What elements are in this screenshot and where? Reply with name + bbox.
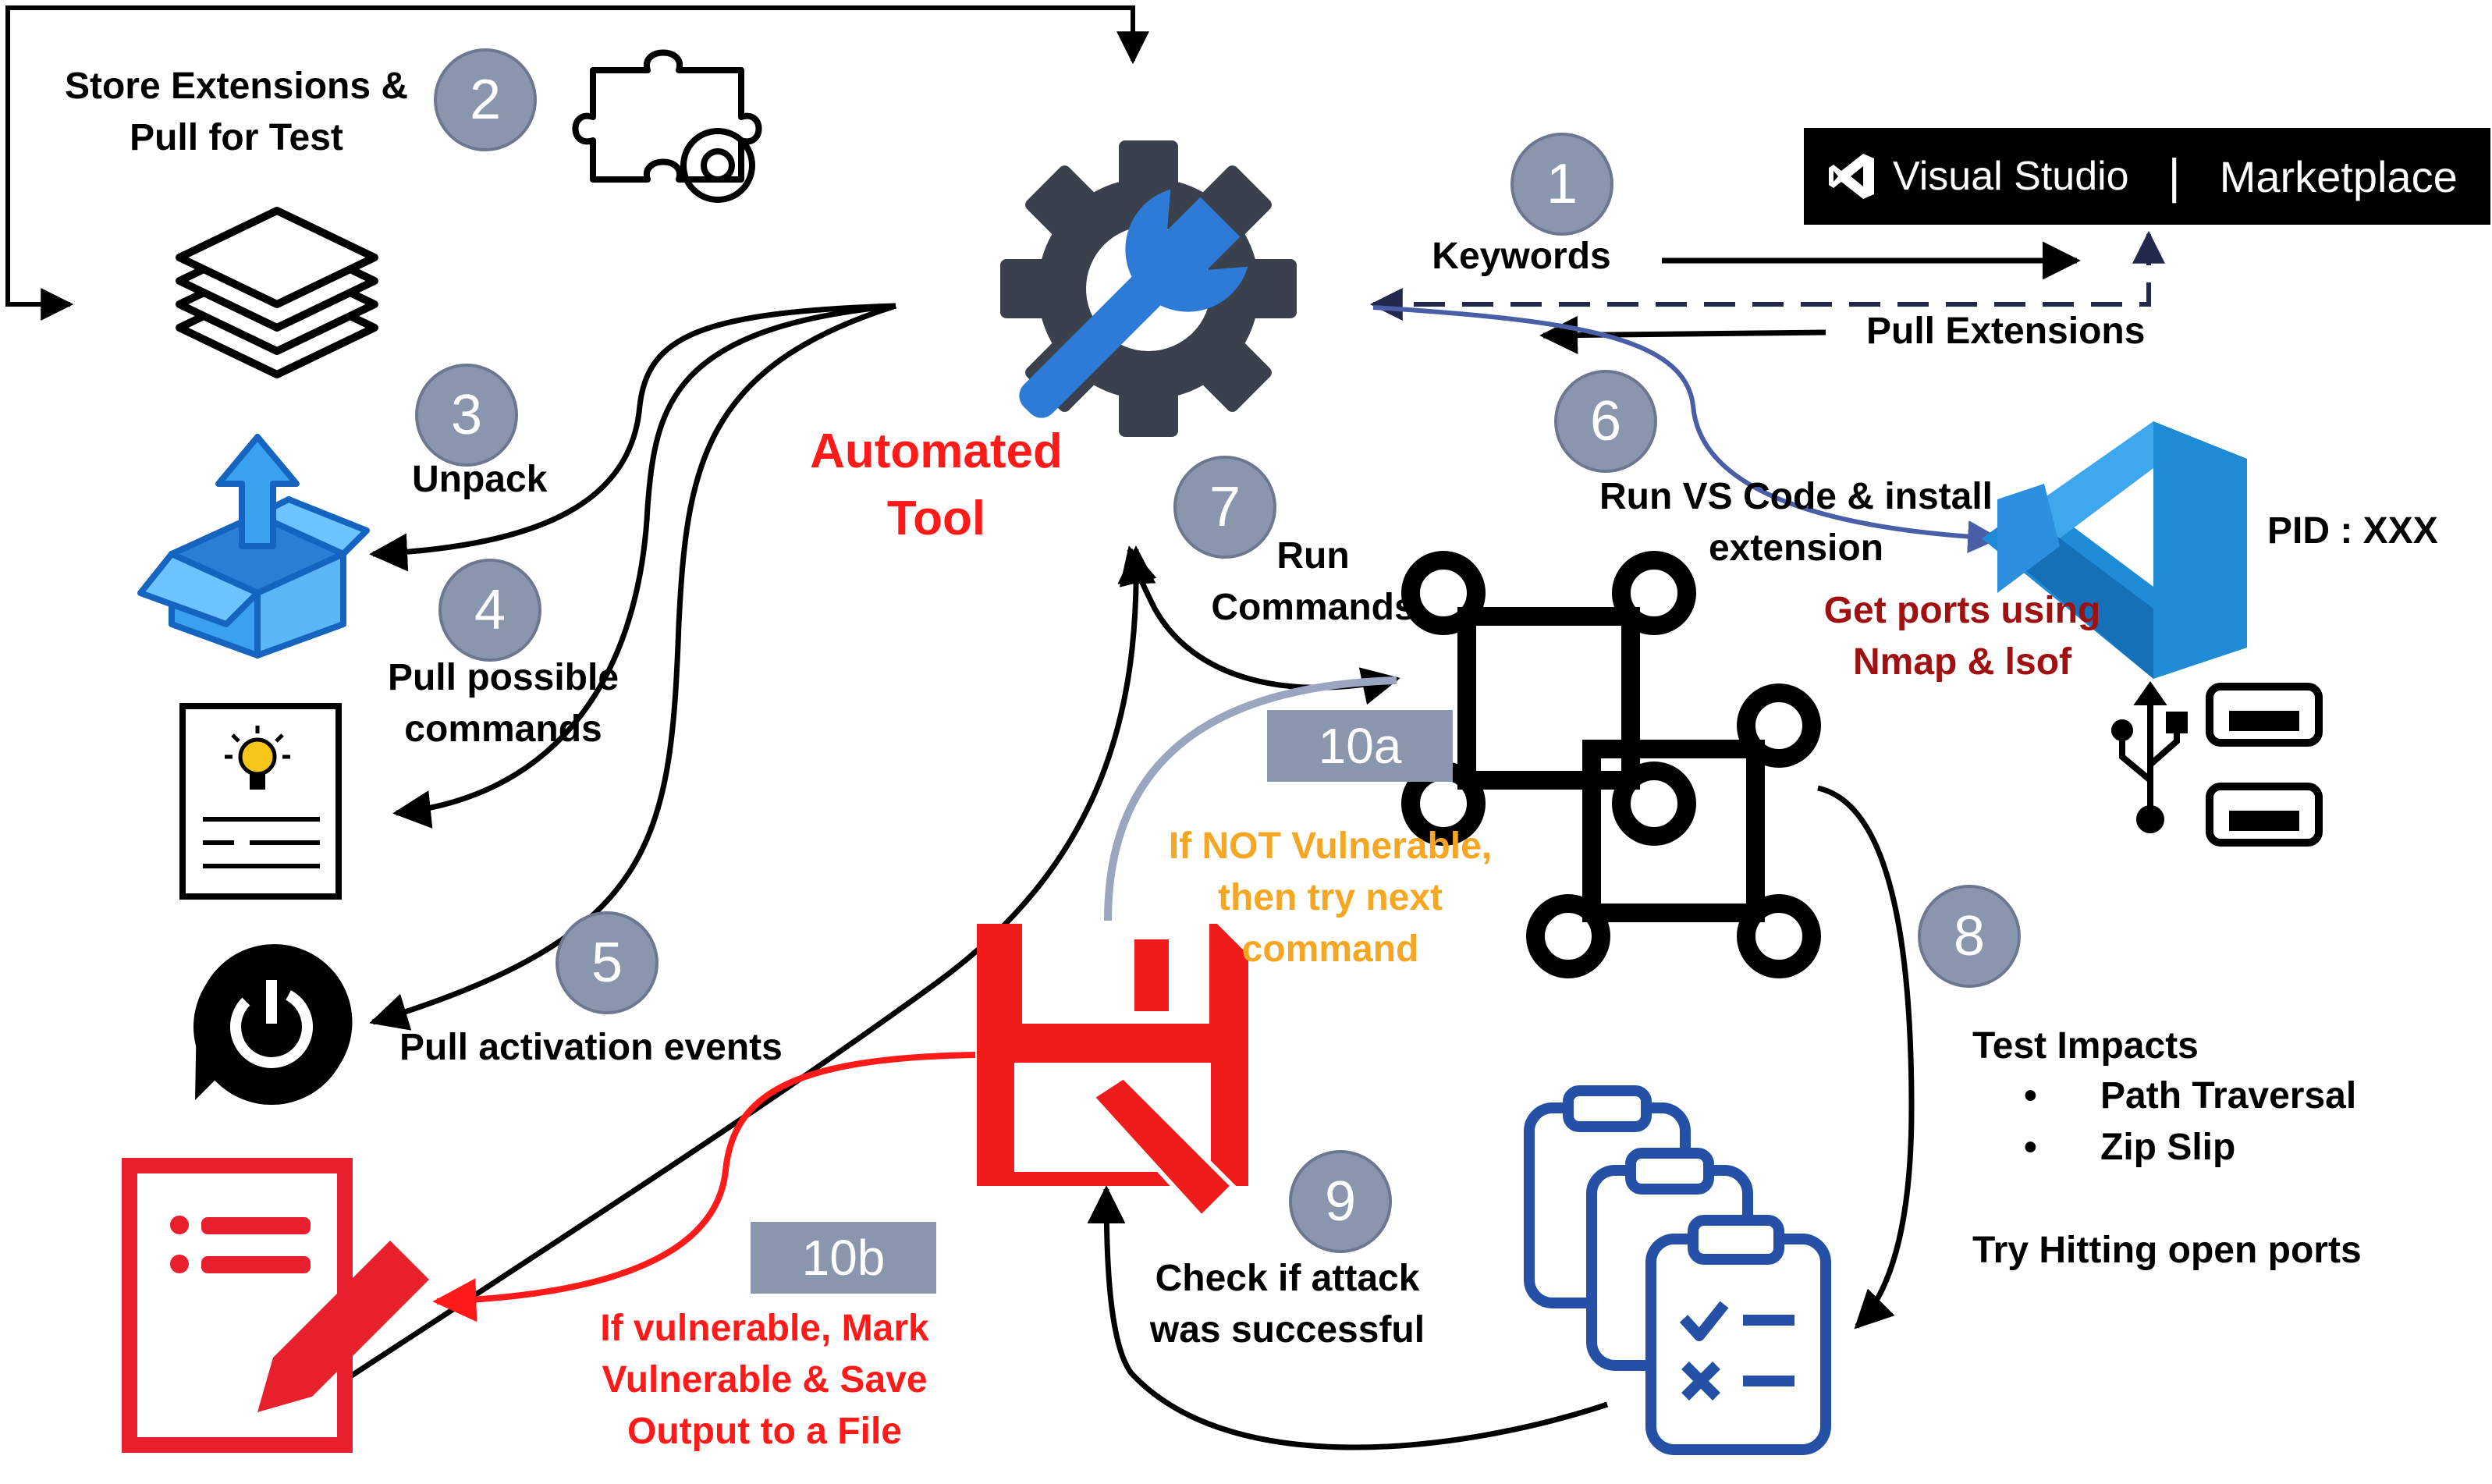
run-commands-line-2: Commands bbox=[1211, 587, 1415, 628]
ports-line-1: Get ports using bbox=[1823, 590, 2101, 631]
puzzle-gear-icon bbox=[572, 49, 762, 203]
not-vulnerable-line-2: then try next bbox=[1217, 877, 1443, 918]
run-vscode-label: Run VS Code & install extension bbox=[1593, 471, 1999, 574]
pull-commands-line-1: Pull possible bbox=[387, 657, 619, 698]
automated-tool-label-line-1: Automated bbox=[810, 424, 1063, 478]
arrow-pull-commands bbox=[392, 303, 896, 829]
run-vscode-line-1: Run VS Code & install bbox=[1599, 476, 1993, 517]
step-4-badge: 4 bbox=[438, 559, 541, 662]
activation-events-label: Pull activation events bbox=[399, 1027, 783, 1068]
arrow-unpack bbox=[369, 303, 896, 572]
store-extensions-label: Store Extensions & Pull for Test bbox=[53, 61, 420, 164]
store-loop-arrow bbox=[5, 5, 1135, 321]
arrow-marketplace-dashed bbox=[1369, 230, 2165, 321]
vulnerable-line-3: Output to a File bbox=[627, 1411, 902, 1452]
impact-bullet-2: • bbox=[2024, 1127, 2037, 1168]
step-8-badge: 8 bbox=[1918, 885, 2021, 988]
port-slot-icon bbox=[2206, 683, 2323, 847]
floppy-disk-edit-icon bbox=[977, 924, 1248, 1221]
check-attack-line-1: Check if attack bbox=[1155, 1258, 1420, 1299]
pid-label: PID : XXX bbox=[2267, 510, 2438, 552]
step-10a-tag: 10a bbox=[1267, 710, 1453, 782]
automated-tool-label-line-2: Tool bbox=[886, 492, 986, 545]
test-impacts-title: Test Impacts bbox=[1972, 1025, 2199, 1067]
step-3-badge: 3 bbox=[415, 364, 518, 467]
not-vulnerable-label: If NOT Vulnerable, then try next command bbox=[1155, 821, 1506, 975]
step-6-badge: 6 bbox=[1554, 370, 1657, 473]
marketplace-separator: | bbox=[2167, 149, 2181, 204]
arrow-test-impacts bbox=[1817, 785, 1915, 1330]
check-attack-line-2: was successful bbox=[1149, 1309, 1425, 1351]
vscode-logo-icon bbox=[1982, 421, 2247, 679]
store-extensions-line-2: Pull for Test bbox=[130, 117, 343, 158]
gear-wrench-icon bbox=[1000, 140, 1297, 437]
clipboard-checklist-icon bbox=[1524, 1085, 1831, 1455]
visual-studio-logo-icon bbox=[1829, 154, 1874, 199]
vulnerable-line-1: If vulnerable, Mark bbox=[600, 1308, 929, 1349]
impact-path-traversal: Path Traversal bbox=[2100, 1075, 2357, 1117]
not-vulnerable-line-3: command bbox=[1241, 928, 1419, 970]
automated-tool-label: Automated Tool bbox=[788, 418, 1084, 552]
run-commands-label: Run Commands bbox=[1200, 531, 1426, 634]
run-commands-line-1: Run bbox=[1276, 535, 1350, 577]
pull-commands-line-2: commands bbox=[404, 708, 602, 750]
arrow-report-to-tool bbox=[342, 545, 1156, 1383]
arrow-vulnerable bbox=[432, 1052, 976, 1322]
not-vulnerable-line-1: If NOT Vulnerable, bbox=[1168, 825, 1493, 867]
pull-extensions-label: Pull Extensions bbox=[1866, 311, 2146, 352]
check-attack-label: Check if attack was successful bbox=[1131, 1253, 1443, 1356]
run-vscode-line-2: extension bbox=[1708, 527, 1884, 569]
arrow-pull-extensions bbox=[1539, 316, 1826, 355]
usb-icon bbox=[2111, 681, 2188, 833]
command-key-icon bbox=[1401, 551, 1821, 978]
marketplace-banner[interactable]: Visual Studio | Marketplace bbox=[1804, 128, 2490, 225]
arrow-check-attack bbox=[1087, 1185, 1609, 1450]
stacked-layers-icon bbox=[176, 207, 378, 378]
step-5-badge: 5 bbox=[556, 911, 658, 1014]
step-1-badge: 1 bbox=[1510, 133, 1613, 236]
step-2-badge: 2 bbox=[434, 48, 537, 151]
vulnerable-label: If vulnerable, Mark Vulnerable & Save Ou… bbox=[562, 1303, 967, 1457]
store-extensions-line-1: Store Extensions & bbox=[64, 66, 409, 107]
impact-bullet-1: • bbox=[2024, 1075, 2037, 1117]
open-box-upload-icon bbox=[137, 434, 370, 659]
keywords-label: Keywords bbox=[1432, 236, 1611, 277]
marketplace-name: Marketplace bbox=[2219, 151, 2458, 201]
arrow-not-vulnerable bbox=[1104, 676, 1397, 921]
unpack-label: Unpack bbox=[412, 459, 548, 500]
step-7-badge: 7 bbox=[1173, 456, 1276, 559]
document-lightbulb-icon bbox=[179, 703, 342, 900]
step-10b-tag: 10b bbox=[751, 1222, 936, 1294]
power-button-icon bbox=[193, 944, 353, 1105]
ports-label: Get ports using Nmap & lsof bbox=[1810, 585, 2114, 688]
impact-zip-slip: Zip Slip bbox=[2100, 1127, 2236, 1168]
marketplace-brand: Visual Studio bbox=[1893, 154, 2129, 199]
arrow-run-vscode bbox=[1372, 305, 2001, 553]
vulnerable-line-2: Vulnerable & Save bbox=[602, 1359, 928, 1401]
ports-line-2: Nmap & lsof bbox=[1852, 641, 2072, 683]
step-9-badge: 9 bbox=[1289, 1150, 1392, 1253]
report-edit-icon bbox=[122, 1158, 429, 1453]
pull-commands-label: Pull possible commands bbox=[375, 652, 632, 755]
hitting-ports-label: Try Hitting open ports bbox=[1972, 1230, 2362, 1271]
